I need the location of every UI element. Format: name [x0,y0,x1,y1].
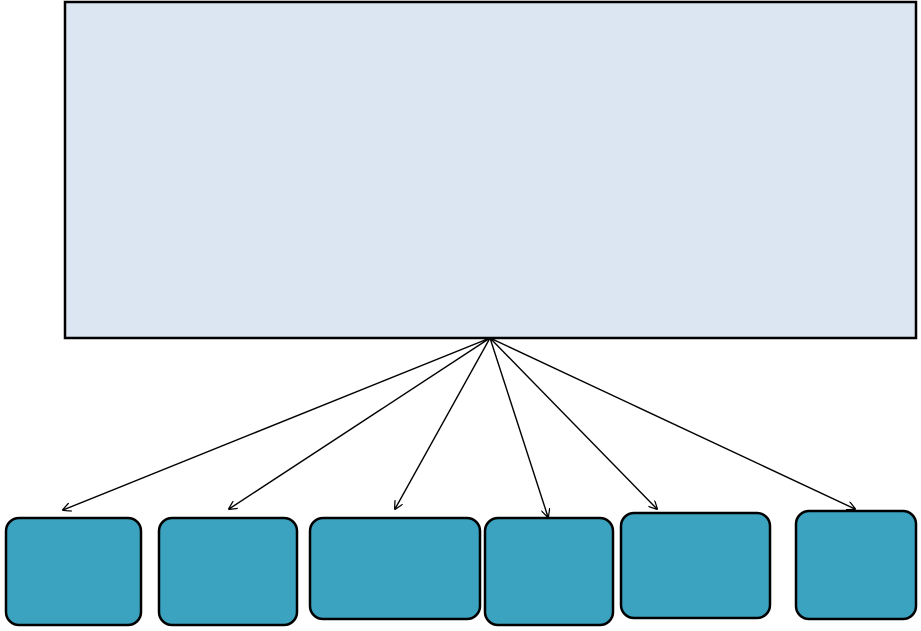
child-node-1-box [4,516,143,627]
child-node-4 [483,516,615,627]
arrow-to-child-4 [489,337,548,517]
child-node-5 [619,511,772,620]
child-node-5-box [619,511,772,620]
parent-node-box [63,0,918,340]
child-node-6-box [794,509,918,621]
arrow-to-child-6 [489,337,855,509]
arrow-to-child-5 [489,337,657,509]
arrow-to-child-3 [395,337,491,509]
child-node-3-box [308,516,482,621]
child-node-2 [157,516,299,627]
child-node-1 [4,516,143,627]
child-nodes [4,509,918,627]
parent-node [63,0,918,340]
arrow-to-child-1 [63,337,491,510]
arrow-to-child-2 [229,337,491,509]
child-node-6 [794,509,918,621]
child-node-4-box [483,516,615,627]
child-node-3 [308,516,482,621]
child-node-2-box [157,516,299,627]
connector-arrows [63,337,855,517]
